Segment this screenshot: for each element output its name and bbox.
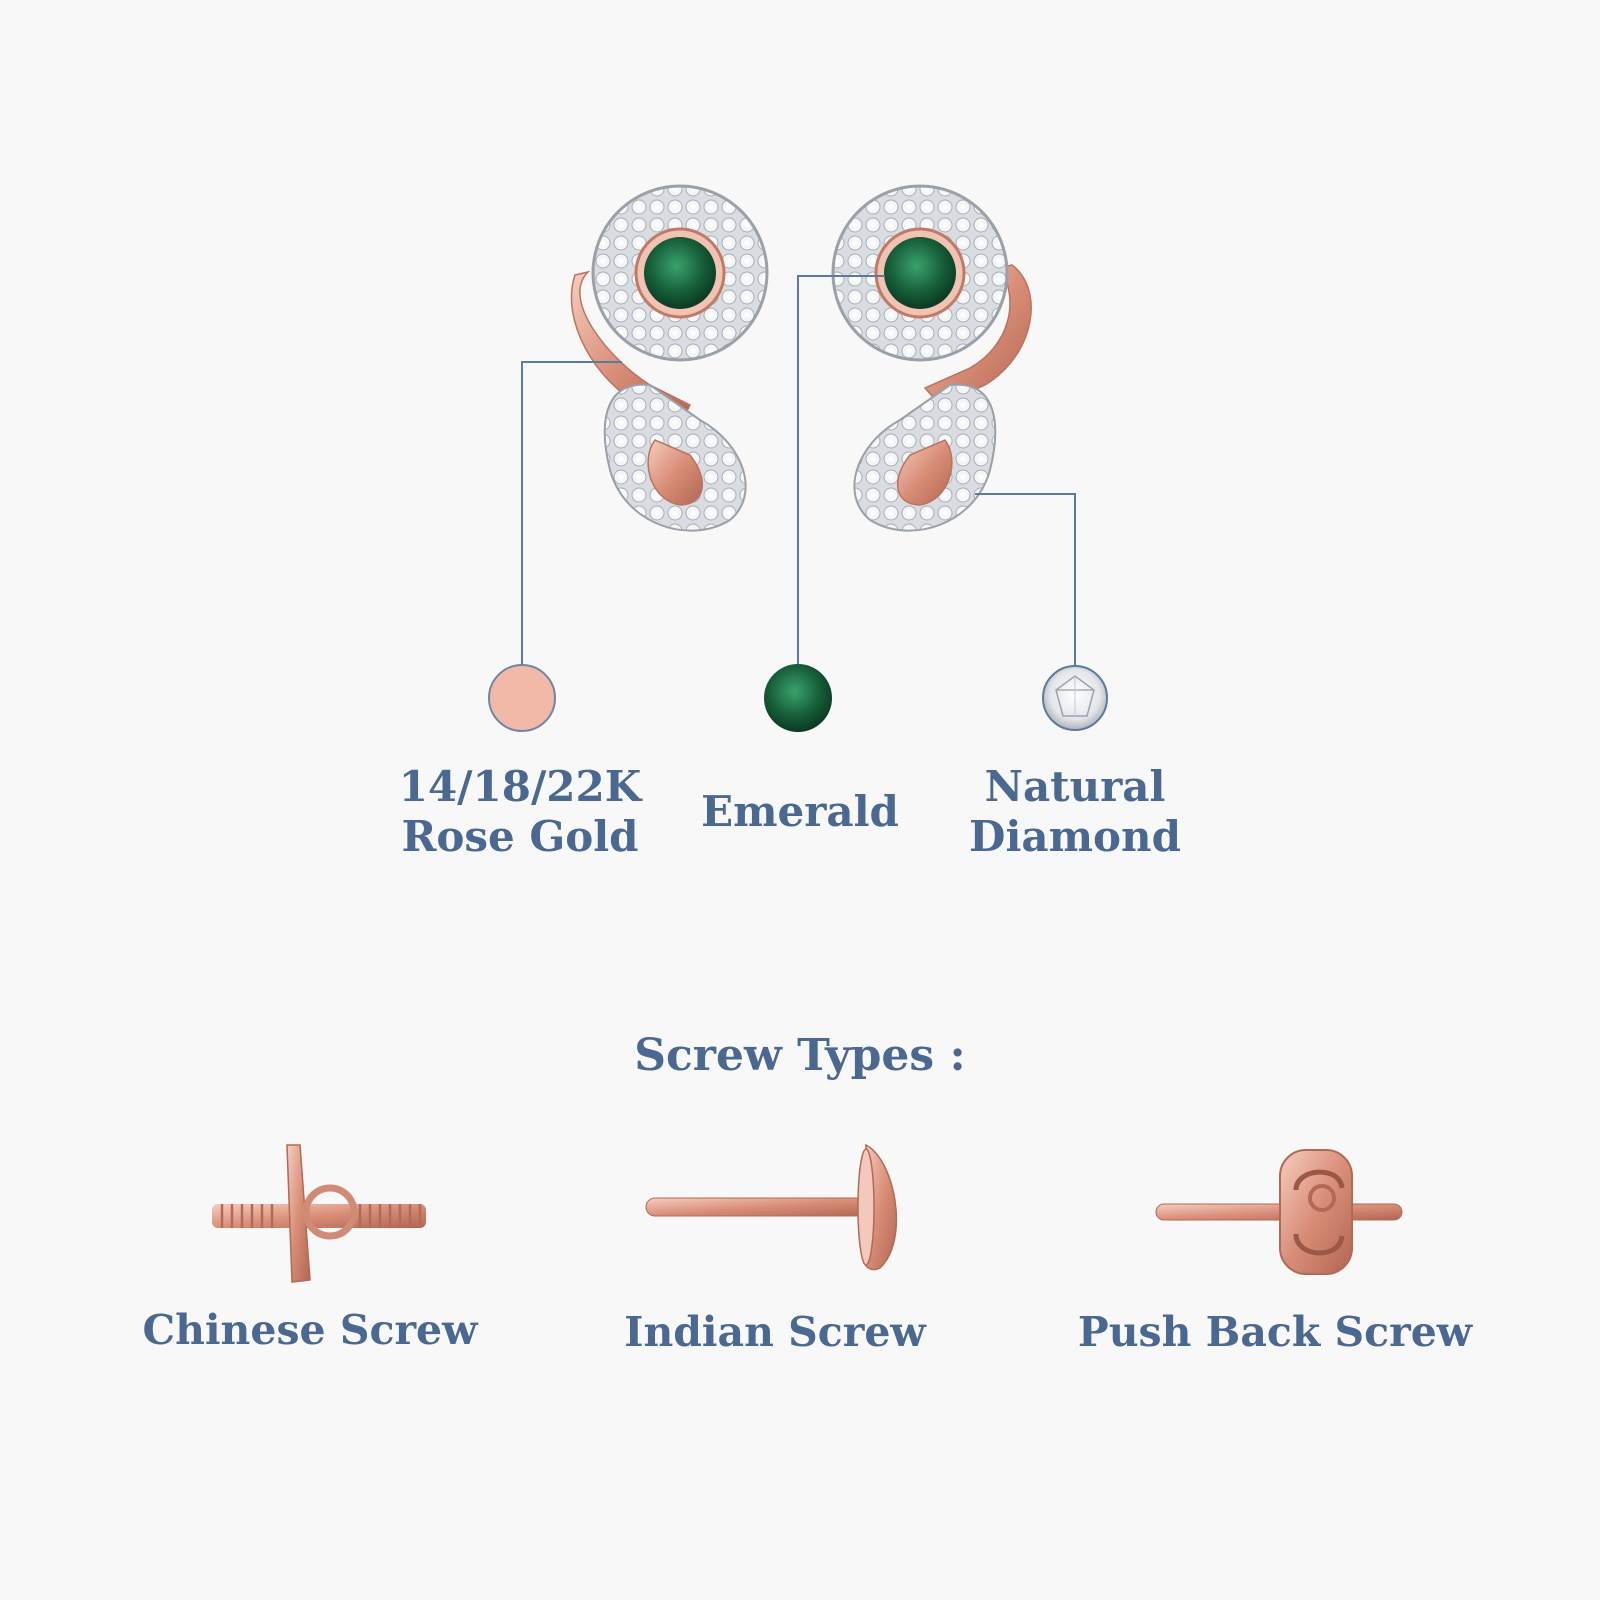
emerald-label-text: Emerald	[701, 787, 899, 836]
rose-gold-swatch	[488, 664, 556, 732]
natural-diamond-label-line2: Diamond	[969, 812, 1181, 861]
push-back-screw-label: Push Back Screw	[1077, 1308, 1473, 1356]
push-back-screw-icon	[1155, 1149, 1403, 1275]
left-earring-emerald	[644, 237, 716, 309]
diamond-swatch	[1042, 665, 1108, 731]
left-earring-inner-loop	[647, 439, 704, 506]
left-earring	[570, 184, 769, 532]
right-earring-inner-loop	[896, 439, 953, 506]
rose-gold-label-line2: Rose Gold	[401, 812, 639, 861]
rose-gold-label-line1: 14/18/22K	[398, 762, 642, 811]
rose-gold-label: 14/18/22K Rose Gold	[390, 762, 650, 862]
leader-lines	[521, 275, 1076, 667]
indian-screw-label: Indian Screw	[624, 1308, 926, 1356]
right-earring-emerald	[884, 237, 956, 309]
chinese-screw-icon	[212, 1144, 426, 1283]
screw-types-heading: Screw Types :	[634, 1030, 966, 1081]
gold-leader-line	[521, 361, 622, 665]
diamond-leader-line	[975, 493, 1076, 667]
right-earring	[831, 184, 1032, 532]
natural-diamond-label: Natural Diamond	[950, 762, 1200, 862]
natural-diamond-label-line1: Natural	[984, 762, 1166, 811]
chinese-screw-label: Chinese Screw	[142, 1306, 478, 1354]
emerald-swatch	[764, 664, 832, 732]
emerald-label: Emerald	[690, 787, 910, 837]
indian-screw-icon	[645, 1143, 898, 1271]
emerald-leader-line	[797, 275, 885, 665]
